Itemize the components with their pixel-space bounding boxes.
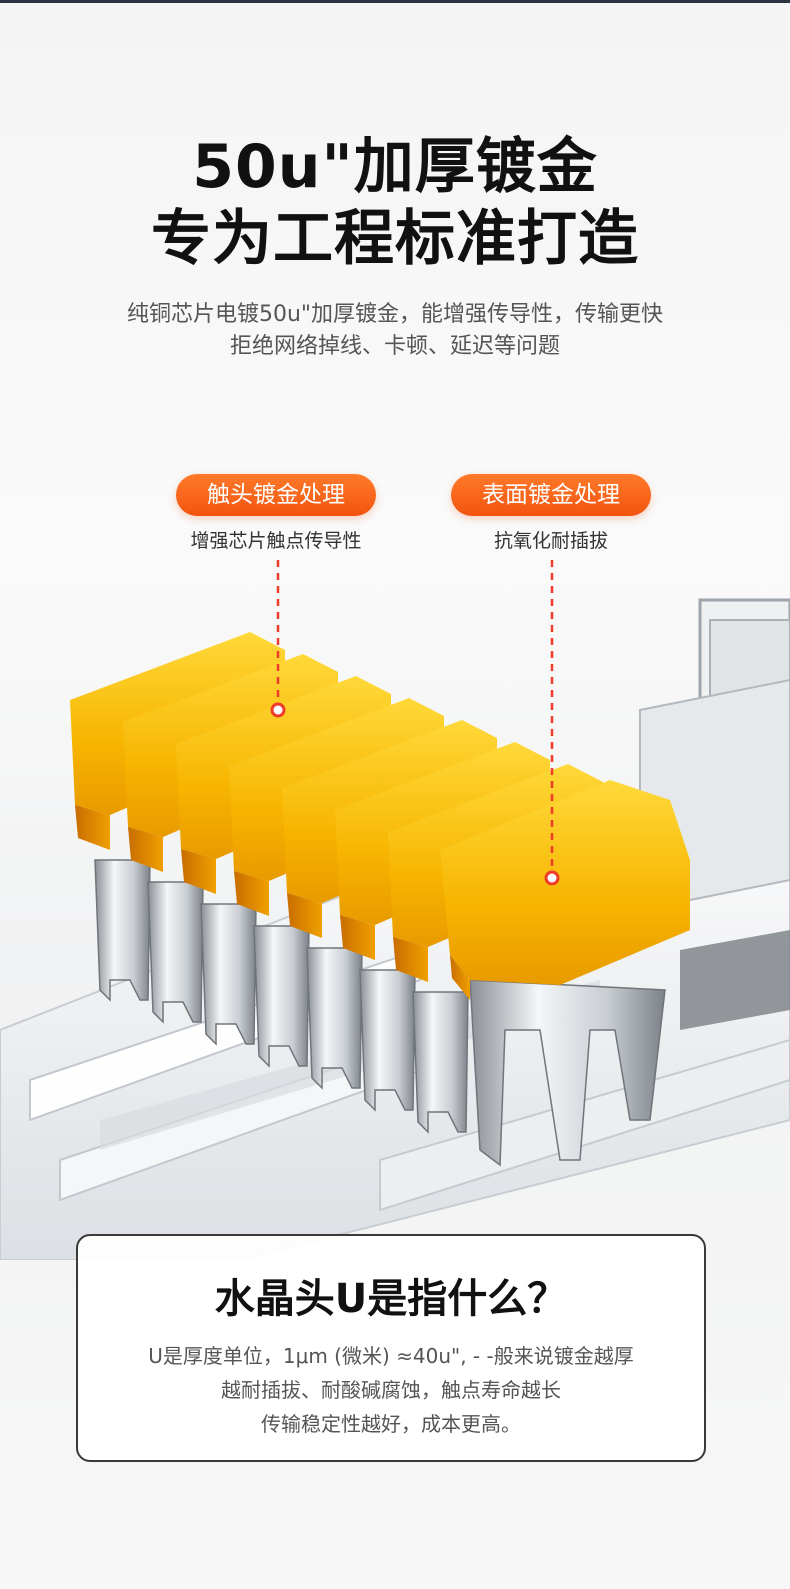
callout-marker-dot [270, 702, 286, 718]
card-text-line1: U是厚度单位，1μm (微米) ≈40u", - -般来说镀金越厚 [148, 1344, 634, 1368]
headline-line1: 50u"加厚镀金 [192, 132, 598, 202]
top-border-line [0, 0, 790, 3]
card-text-line2: 越耐插拔、耐酸碱腐蚀，触点寿命越长 [221, 1378, 561, 1402]
contact-blades [70, 632, 690, 1167]
callout-pill-contact-plating: 触头镀金处理 [176, 474, 376, 516]
subtitle-line1: 纯铜芯片电镀50u"加厚镀金，能增强传导性，传输更快 [126, 302, 664, 327]
callout-desc-contact-plating: 增强芯片触点传导性 [190, 530, 362, 552]
card-title: 水晶头U是指什么？ [214, 1276, 568, 1322]
callout-pill-surface-plating: 表面镀金处理 [451, 474, 651, 516]
headline-line2: 专为工程标准打造 [151, 204, 639, 274]
rj45-gold-contacts-illustration [0, 560, 790, 1260]
card-text-line3: 传输稳定性越好，成本更高。 [261, 1412, 521, 1436]
callout-marker-dot [544, 870, 560, 886]
u-definition-card: 水晶头U是指什么？ U是厚度单位，1μm (微米) ≈40u", - -般来说镀… [76, 1234, 706, 1462]
callout-desc-surface-plating: 抗氧化耐插拔 [493, 530, 608, 552]
subtitle-line2: 拒绝网络掉线、卡顿、延迟等问题 [229, 334, 560, 359]
callout-connectors [270, 560, 560, 886]
